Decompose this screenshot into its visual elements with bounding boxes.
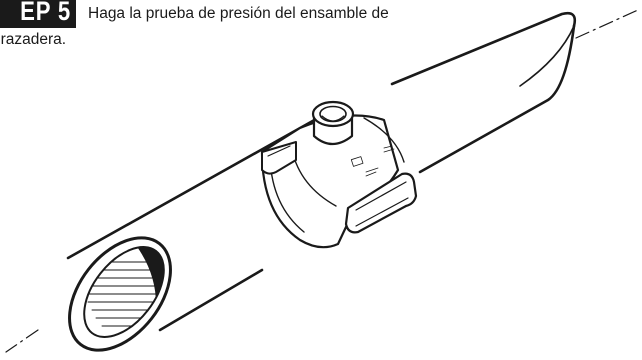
instruction-text-line1: Haga la prueba de presión del ensamble d… xyxy=(88,5,389,22)
clamp-bolt-lug-left xyxy=(261,141,297,175)
pipe-centerline xyxy=(5,9,639,353)
clamp-markings xyxy=(350,145,395,177)
step-number-label: EP 5 xyxy=(20,0,71,26)
pipe-open-end xyxy=(68,236,180,352)
pipe-body xyxy=(66,11,577,332)
clamp-outlet-boss xyxy=(311,100,355,146)
clamp-bolt-lug-right xyxy=(344,172,418,234)
step-number-badge: EP 5 xyxy=(0,0,76,28)
instruction-text-line2: brazadera. xyxy=(0,31,67,48)
